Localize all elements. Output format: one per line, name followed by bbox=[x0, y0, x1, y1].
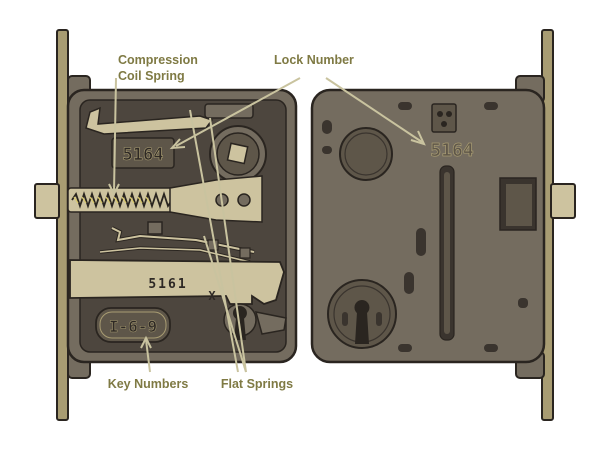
screw-hole-2 bbox=[446, 111, 452, 117]
leader-flat-spring-1 bbox=[189, 109, 239, 373]
bolt-mark-stamp: X bbox=[208, 289, 216, 303]
lever-pivot-2 bbox=[237, 193, 251, 207]
leader-lock-number-right bbox=[325, 77, 423, 143]
right-keyhole-icon bbox=[354, 300, 370, 344]
leader-lock-number-right-arrow bbox=[410, 130, 426, 146]
rivet-slot-top-right bbox=[484, 102, 498, 110]
right-latch-stub bbox=[550, 183, 576, 219]
small-stop-block bbox=[207, 239, 219, 251]
top-lever bbox=[85, 106, 214, 135]
label-lock-number: Lock Number bbox=[274, 53, 354, 67]
right-hub-inner bbox=[344, 132, 388, 176]
left-bottom-lever bbox=[254, 311, 287, 335]
label-key-numbers: Key Numbers bbox=[108, 377, 189, 391]
left-number-plate bbox=[111, 137, 175, 169]
leader-compression-spring-arrow bbox=[108, 183, 120, 197]
leader-lock-number-left bbox=[175, 77, 301, 147]
small-stop-block-2 bbox=[239, 247, 251, 259]
left-lock-open: 5164 5161 X I-6-9 bbox=[34, 29, 298, 421]
leader-lock-number-left-arrow bbox=[169, 138, 186, 150]
rivet-slot-bottom-right bbox=[484, 344, 498, 352]
spring-coil-highlight bbox=[73, 196, 151, 204]
leader-flat-spring-2 bbox=[203, 235, 247, 373]
label-compression-spring-line2: Coil Spring bbox=[118, 69, 185, 83]
left-lock-number-stamp: 5164 bbox=[123, 145, 164, 165]
left-faceplate bbox=[56, 29, 69, 421]
right-lock-number-stamp: 5164 bbox=[430, 140, 474, 161]
screw-block bbox=[431, 103, 457, 133]
right-lock-closed: 5164 bbox=[310, 29, 576, 421]
callout-labels: Compression Coil Spring Lock Number Key … bbox=[108, 53, 354, 391]
label-flat-springs: Flat Springs bbox=[221, 377, 293, 391]
leader-key-numbers bbox=[145, 339, 151, 373]
key-numbers-plate-inner bbox=[99, 311, 167, 339]
rivet-slot-bottom-center bbox=[398, 344, 412, 352]
hub-square-spindle-hole bbox=[226, 142, 249, 165]
leader-key-numbers-arrow bbox=[140, 335, 152, 349]
leader-lines bbox=[108, 77, 426, 373]
screw-hole-3 bbox=[441, 121, 447, 127]
rivet-slot-right-lower bbox=[518, 298, 528, 308]
bolt-window-inner bbox=[506, 184, 532, 226]
rivet-slot-left-mid bbox=[416, 228, 426, 256]
keyhole-side-slot-right bbox=[376, 312, 382, 326]
rivet-slot-top-left bbox=[322, 120, 332, 134]
right-hub-recess bbox=[339, 127, 393, 181]
rivet-slot-left bbox=[322, 146, 332, 154]
bolt-number-stamp: 5161 bbox=[148, 277, 187, 292]
leader-flat-spring-3 bbox=[209, 117, 247, 373]
rivet-slot-left-low bbox=[404, 272, 414, 294]
compression-coil-spring bbox=[71, 191, 173, 209]
key-numbers-plate bbox=[95, 307, 171, 343]
flat-spring-anchor bbox=[147, 221, 163, 235]
screw-hole-1 bbox=[437, 111, 443, 117]
leader-compression-spring bbox=[113, 77, 117, 193]
rivet-slot-top-center bbox=[398, 102, 412, 110]
keyhole-side-slot-left bbox=[342, 312, 348, 326]
vertical-guide-slot-inner bbox=[444, 172, 450, 334]
key-numbers-stamp: I-6-9 bbox=[109, 317, 157, 336]
left-latch-stub bbox=[34, 183, 60, 219]
flat-spring-lower-inner bbox=[99, 247, 251, 263]
label-compression-spring-line1: Compression bbox=[118, 53, 198, 67]
bolt-bar bbox=[69, 259, 285, 305]
